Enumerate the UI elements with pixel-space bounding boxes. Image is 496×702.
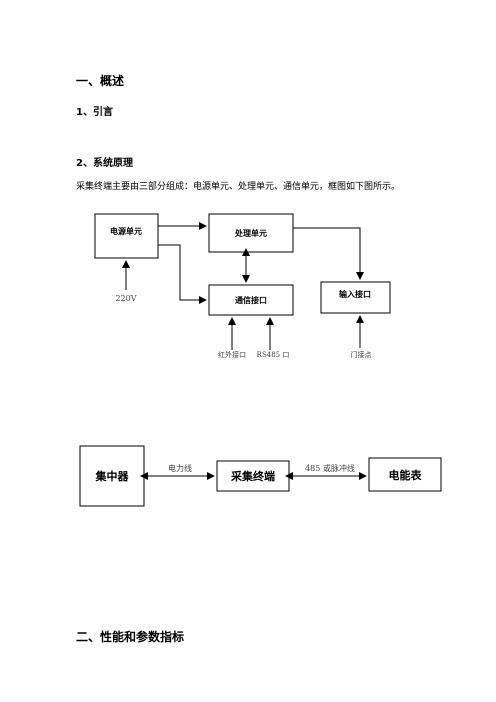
processing-unit-label: 处理单元 (234, 228, 267, 238)
comm-interface-box: 通信接口 (208, 284, 294, 316)
principle-paragraph: 采集终端主要由三部分组成：电源单元、处理单元、通信单元，框图如下图所示。 (76, 182, 401, 192)
power-unit-label: 电源单元 (110, 226, 142, 236)
input-interface-label: 输入接口 (339, 289, 371, 299)
comm-interface-label: 通信接口 (235, 295, 267, 305)
concentrator-label: 集中器 (95, 469, 130, 483)
subsection-heading-intro: 1、引言 (76, 107, 113, 118)
section-heading-performance: 二、性能和参数指标 (76, 630, 185, 644)
terminal-label: 采集终端 (230, 469, 275, 483)
door-contact-label: 门接点 (351, 350, 372, 359)
subsection-heading-principle: 2、系统原理 (76, 158, 133, 169)
meter-label: 电能表 (389, 468, 423, 482)
terminal-box: 采集终端 (216, 460, 290, 492)
arrow-power-to-comm (158, 244, 207, 304)
section-heading-overview: 一、概述 (76, 74, 125, 88)
voltage-label: 220V (115, 294, 136, 303)
rs485-port-label: RS485 口 (257, 351, 290, 359)
meter-box: 电能表 (368, 457, 442, 492)
power-unit-box: 电源单元 (94, 213, 159, 259)
processing-unit-box: 处理单元 (208, 213, 294, 253)
arrow-processing-to-input (293, 227, 364, 280)
rs485-pulse-label: 485 或脉冲线 (305, 463, 355, 473)
power-line-label: 电力线 (168, 463, 192, 473)
concentrator-box: 集中器 (79, 445, 145, 507)
input-interface-box: 输入接口 (320, 281, 391, 314)
ir-interface-label: 红外接口 (218, 350, 246, 359)
